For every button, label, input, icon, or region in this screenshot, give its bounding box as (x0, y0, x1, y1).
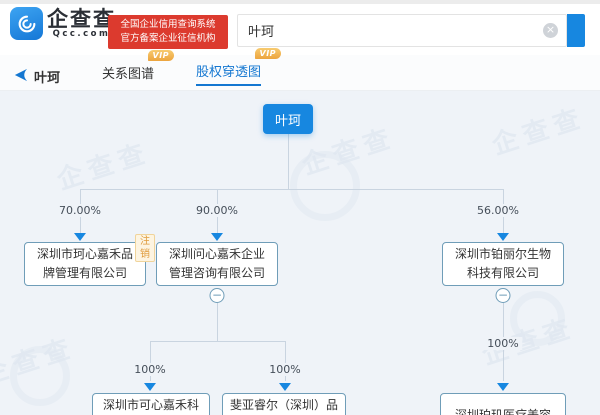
company-name: 深圳市珂心嘉禾品牌管理有限公司 (36, 247, 133, 280)
certification-line2: 官方备案企业征信机构 (120, 33, 216, 44)
connector-line (150, 341, 286, 342)
equity-penetration-chart: 企查查 企查查 企查查 企查查 企查查 叶珂 70.00% 90.00% 56.… (0, 91, 600, 415)
connector-line (285, 341, 286, 381)
connector-line (150, 341, 151, 381)
company-name: 深圳市铂丽尔生物科技有限公司 (454, 247, 551, 280)
connector-line (288, 134, 289, 189)
watermark-ring (290, 151, 360, 221)
watermark-ring (10, 346, 70, 406)
back-arrow-icon (12, 67, 29, 86)
status-badge-cancelled: 注销 (135, 234, 155, 262)
back-label: 叶珂 (34, 71, 61, 86)
share-percent: 100% (130, 363, 170, 376)
certification-line1: 全国企业信用查询系统 (120, 19, 216, 30)
arrow-down-icon (497, 233, 509, 241)
company-box[interactable]: 斐亚睿尔（深圳）品牌 (222, 393, 346, 415)
arrow-down-icon (144, 383, 156, 391)
company-name: 深圳市可心嘉禾科技 (102, 398, 199, 412)
clear-search-icon[interactable]: × (543, 23, 558, 38)
watermark: 企查查 (0, 332, 80, 391)
tab-label: 关系图谱 (102, 67, 155, 82)
arrow-down-icon (279, 383, 291, 391)
arrow-down-icon (497, 383, 509, 391)
collapse-toggle[interactable]: − (209, 288, 225, 303)
nav-bar: 叶珂 关系图谱 VIP 股权穿透图 VIP (0, 48, 600, 91)
connector-line (217, 303, 218, 341)
watermark: 企查查 (488, 102, 590, 161)
connector-line (80, 189, 504, 190)
company-name: 深圳珀玑医疗美容 (454, 407, 551, 415)
search-bar: × (237, 14, 567, 47)
collapse-toggle[interactable]: − (495, 288, 511, 303)
company-box[interactable]: 深圳市可心嘉禾科技 (92, 393, 210, 415)
share-percent: 70.00% (55, 204, 105, 217)
tab-relationship-graph[interactable]: 关系图谱 VIP (102, 50, 175, 86)
company-box[interactable]: 深圳珀玑医疗美容 (440, 393, 566, 415)
tab-equity-penetration[interactable]: 股权穿透图 VIP (196, 48, 282, 86)
certification-badge: 全国企业信用查询系统 官方备案企业征信机构 (108, 15, 228, 49)
back-button[interactable]: 叶珂 (12, 67, 60, 86)
search-button[interactable] (567, 14, 585, 47)
share-percent: 90.00% (192, 204, 242, 217)
share-percent: 56.00% (473, 204, 523, 217)
arrow-down-icon (74, 233, 86, 241)
root-node-person[interactable]: 叶珂 (263, 104, 313, 134)
company-box[interactable]: 深圳问心嘉禾企业管理咨询有限公司 (156, 242, 278, 286)
tab-label: 股权穿透图 (196, 65, 262, 80)
company-name: 深圳问心嘉禾企业管理咨询有限公司 (168, 247, 265, 280)
qcc-logo[interactable]: 企查查 Qcc.com (10, 7, 116, 40)
company-box[interactable]: 深圳市珂心嘉禾品牌管理有限公司 注销 (24, 234, 155, 286)
share-percent: 100% (483, 337, 523, 350)
top-strip (0, 0, 600, 4)
brand-domain: Qcc.com (52, 29, 111, 39)
arrow-down-icon (211, 233, 223, 241)
watermark: 企查查 (53, 137, 155, 196)
header: 企查查 Qcc.com 全国企业信用查询系统 官方备案企业征信机构 × (0, 4, 600, 55)
company-name: 斐亚睿尔（深圳）品牌 (229, 398, 338, 412)
search-input[interactable] (238, 23, 543, 38)
share-percent: 100% (265, 363, 305, 376)
company-box[interactable]: 深圳市铂丽尔生物科技有限公司 (442, 242, 564, 286)
vip-badge: VIP (254, 48, 282, 59)
logo-text: 企查查 Qcc.com (47, 8, 116, 39)
brand-name: 企查查 (47, 7, 116, 31)
qcc-logo-icon (10, 7, 43, 40)
vip-badge: VIP (147, 50, 175, 61)
